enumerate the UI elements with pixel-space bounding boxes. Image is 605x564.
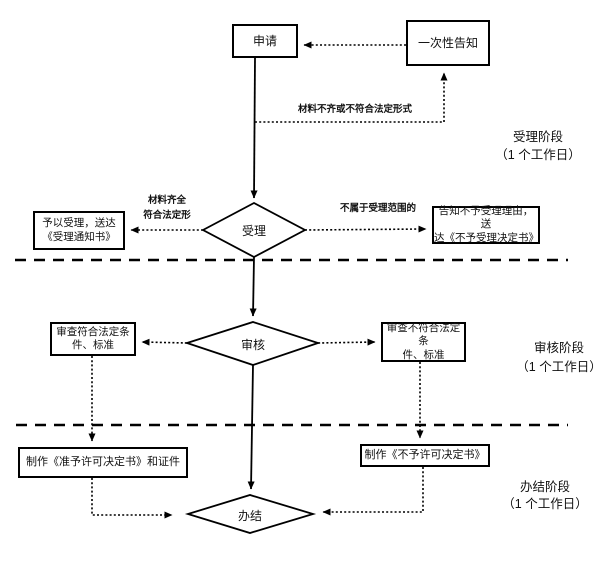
node-review-pass-line2: 件、标准 [72,339,114,351]
node-grant-accept-line2: 《受理通知书》 [42,230,116,243]
node-review-fail-line2: 件、标准 [402,348,445,361]
diamond-review [184,321,321,366]
node-grant-accept-line1: 予以受理，送达 [42,217,116,230]
node-review-fail-line1: 审查不符合法定条 [386,322,461,348]
edge-review-to-pass [141,338,188,346]
node-one-time-notice-label: 一次性告知 [417,35,478,50]
edge-review-to-fail [317,338,376,346]
diamond-complete-label: 办结 [237,509,262,523]
node-make-denial: 制作《不予许可决定书》 [360,444,490,467]
edge-label-incomplete: 材料不齐或不符合法定形式 [297,104,412,115]
node-one-time-notice: 一次性告知 [406,20,490,66]
edge-label-complete: 材料齐全 符合法定形 [127,194,207,223]
stage-review: 审核阶段 （1 个工作日） [497,339,605,377]
diamond-complete [184,494,317,534]
edge-label-complete-line2: 符合法定形 [143,209,191,221]
stage-accept-name: 受理阶段 [512,130,563,144]
stage-accept-duration: （1 个工作日） [495,147,581,162]
node-apply: 申请 [232,24,298,58]
edge-accept-to-review [249,256,257,317]
edge-label-complete-line1: 材料齐全 [147,195,186,206]
stage-complete-duration: （1 个工作日） [502,496,588,511]
edge-apply-to-accept [250,57,258,199]
node-review-pass-line1: 审查符合法定条 [56,325,130,338]
node-make-permit: 制作《准予许可决定书》和证件 [18,447,188,478]
node-reject-accept-line1: 告知不予受理理由，送 [438,205,534,231]
edge-incomplete-to-notice [255,72,448,123]
edge-accept-to-reject [304,225,427,233]
stage-complete: 办结阶段 （1 个工作日） [483,479,605,512]
node-make-denial-label: 制作《不予许可决定书》 [364,448,486,461]
node-make-permit-label: 制作《准予许可决定书》和证件 [26,455,180,468]
edge-label-out-of-scope: 不属于受理范围的 [339,203,416,214]
node-reject-accept-line2: 达《不予受理决定书》 [434,231,539,244]
stage-complete-name: 办结阶段 [519,480,570,494]
edge-permit-to-complete [91,478,173,519]
stage-accept: 受理阶段 （1 个工作日） [476,129,600,164]
node-apply-label: 申请 [252,33,277,48]
node-review-pass: 审查符合法定条 件、标准 [50,322,136,356]
stage-review-name: 审核阶段 [533,341,584,355]
edge-denial-to-complete [322,467,424,516]
node-reject-accept: 告知不予受理理由，送 达《不予受理决定书》 [432,205,540,244]
node-grant-accept: 予以受理，送达 《受理通知书》 [33,211,125,250]
edge-review-to-complete [247,364,255,490]
diamond-accept [201,201,307,259]
diamond-accept-label: 受理 [241,224,266,238]
diamond-review-label: 审核 [240,338,265,352]
node-review-fail: 审查不符合法定条 件、标准 [381,322,466,362]
stage-review-duration: （1 个工作日） [516,360,602,374]
